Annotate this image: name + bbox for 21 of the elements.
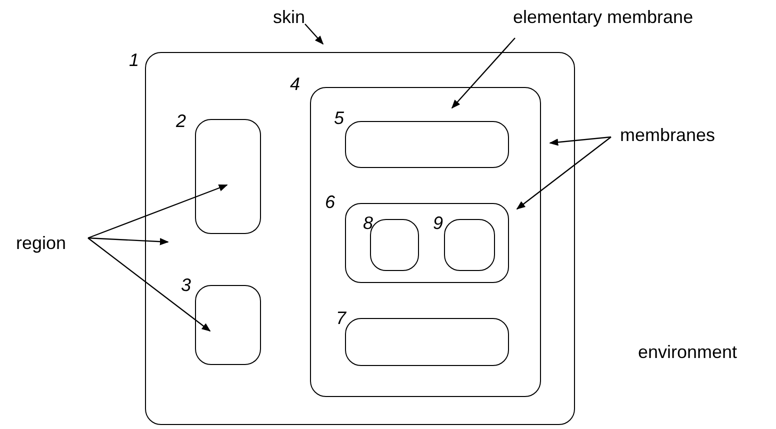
membrane-number: 3 bbox=[181, 276, 192, 294]
annotation-text: environment bbox=[638, 341, 738, 363]
leader-arrow bbox=[88, 238, 211, 332]
leader-arrow bbox=[304, 24, 324, 45]
membrane-number: 2 bbox=[176, 112, 186, 130]
leader-arrow bbox=[549, 136, 612, 146]
leader-arrow bbox=[88, 237, 169, 246]
membrane-number: 4 bbox=[290, 75, 300, 93]
membrane-number: 1 bbox=[129, 51, 140, 69]
leader-arrow bbox=[451, 38, 516, 109]
annotation-text: membranes bbox=[620, 124, 716, 146]
annotation-text: region bbox=[16, 232, 66, 254]
membrane-number: 9 bbox=[433, 214, 444, 232]
annotation-text: skin bbox=[273, 6, 306, 28]
leader-arrow bbox=[516, 136, 612, 210]
membrane-number: 6 bbox=[325, 193, 336, 211]
leader-arrow bbox=[88, 184, 228, 239]
membrane-number: 5 bbox=[334, 109, 344, 127]
annotation-text: elementary membrane bbox=[513, 6, 694, 28]
membrane-number: 7 bbox=[336, 309, 346, 327]
membrane-number: 8 bbox=[363, 214, 374, 232]
